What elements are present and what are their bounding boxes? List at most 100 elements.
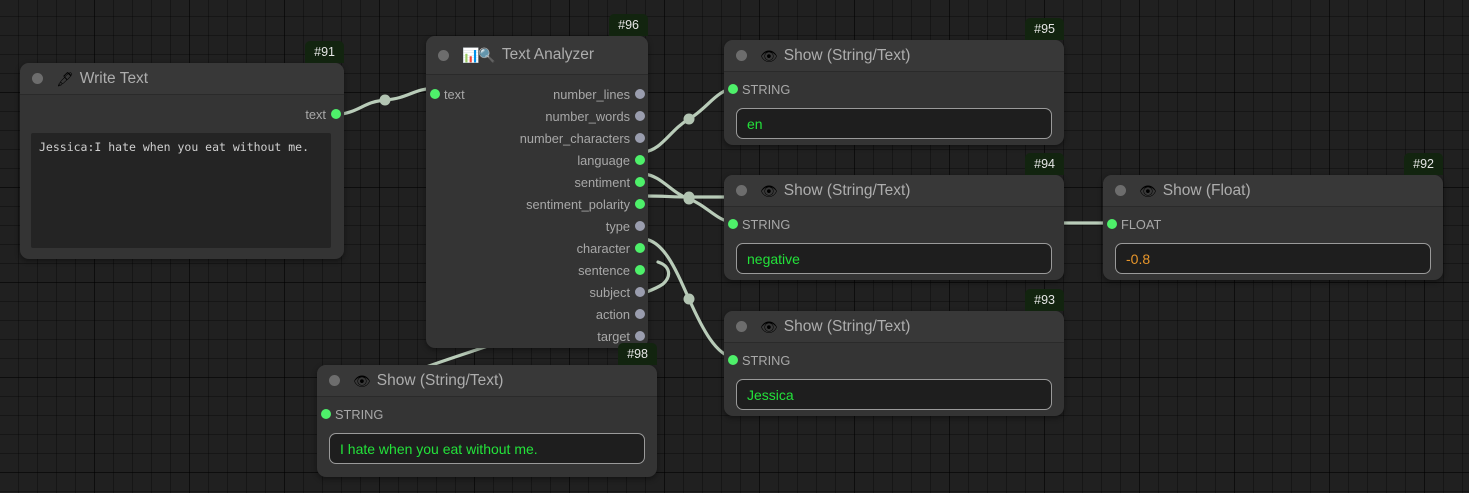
port-label: target <box>597 328 630 344</box>
output-port-number-lines[interactable]: number_lines <box>426 83 648 105</box>
port-label: subject <box>589 284 630 300</box>
node-title-label: Show (String/Text) <box>783 317 911 335</box>
collapse-dot[interactable] <box>438 49 449 61</box>
eye-icon: 👁 <box>760 182 778 199</box>
node-body: STRING Jessica <box>724 343 1064 410</box>
output-port-subject[interactable]: subject <box>426 281 648 303</box>
port-label: STRING <box>742 81 791 97</box>
collapse-dot[interactable] <box>329 375 340 386</box>
show-value-display: I hate when you eat without me. <box>329 433 645 464</box>
collapse-dot[interactable] <box>736 321 747 332</box>
port-label: STRING <box>335 406 384 422</box>
port-dot[interactable] <box>635 287 645 297</box>
port-dot-string[interactable] <box>728 84 738 94</box>
write-text-textarea[interactable]: Jessica:I hate when you eat without me. <box>31 133 331 248</box>
node-title-label: Show (String/Text) <box>783 46 911 64</box>
node-write-text[interactable]: #91 🖋 Write Text text Jessica:I hate whe… <box>20 41 344 259</box>
node-show-string-93[interactable]: #93 👁 Show (String/Text) STRING Jessica <box>724 289 1064 416</box>
node-id-badge: #93 <box>1025 289 1064 311</box>
port-dot[interactable] <box>635 243 645 253</box>
port-dot[interactable] <box>635 89 645 99</box>
output-port-target[interactable]: target <box>426 325 648 347</box>
port-label: type <box>605 218 630 234</box>
wire-language-to-show95 <box>642 86 737 154</box>
node-show-float-92[interactable]: #92 👁 Show (Float) FLOAT -0.8 <box>1103 153 1443 280</box>
collapse-dot[interactable] <box>32 73 43 84</box>
port-label: language <box>577 152 630 168</box>
output-port-action[interactable]: action <box>426 303 648 325</box>
node-title-bar[interactable]: 👁 Show (String/Text) <box>724 175 1064 207</box>
port-dot[interactable] <box>635 199 645 209</box>
port-dot-text[interactable] <box>331 109 341 119</box>
input-port-string[interactable]: STRING <box>317 403 657 425</box>
port-dot[interactable] <box>635 309 645 319</box>
show-value-display: en <box>736 108 1052 139</box>
output-port-type[interactable]: type <box>426 215 648 237</box>
eye-icon: 👁 <box>760 318 778 335</box>
wire-midpoint-dot <box>683 113 695 125</box>
collapse-dot[interactable] <box>1115 185 1126 196</box>
output-port-character[interactable]: character <box>426 237 648 259</box>
node-show-string-98[interactable]: #98 👁 Show (String/Text) STRING I hate w… <box>317 343 657 477</box>
wire-character-to-show93 <box>642 237 737 360</box>
output-port-language[interactable]: language <box>426 149 648 171</box>
port-dot-string[interactable] <box>321 409 331 419</box>
show-value-display: -0.8 <box>1115 243 1431 274</box>
port-dot-float[interactable] <box>1107 219 1117 229</box>
port-label: STRING <box>742 352 791 368</box>
node-id-badge: #95 <box>1025 18 1064 40</box>
node-body: STRING negative <box>724 207 1064 274</box>
input-port-float[interactable]: FLOAT <box>1103 213 1443 235</box>
port-dot-string[interactable] <box>728 219 738 229</box>
node-title-label: Text Analyzer <box>501 46 595 63</box>
port-dot[interactable] <box>635 177 645 187</box>
port-label: number_lines <box>553 86 630 102</box>
collapse-dot[interactable] <box>736 185 747 196</box>
port-label: STRING <box>742 216 791 232</box>
eye-icon: 👁 <box>1139 182 1157 199</box>
output-port-number-words[interactable]: number_words <box>426 105 648 127</box>
node-show-string-95[interactable]: #95 👁 Show (String/Text) STRING en <box>724 18 1064 145</box>
node-show-string-94[interactable]: #94 👁 Show (String/Text) STRING negative <box>724 153 1064 280</box>
node-text-analyzer[interactable]: #96 📊🔍 Text Analyzer text number_lines n… <box>426 14 648 348</box>
input-port-string[interactable]: STRING <box>724 213 1064 235</box>
node-id-badge: #92 <box>1404 153 1443 175</box>
port-label: sentence <box>578 262 630 278</box>
node-title-bar[interactable]: 📊🔍 Text Analyzer <box>426 36 648 75</box>
node-title-bar[interactable]: 👁 Show (Float) <box>1103 175 1443 207</box>
wire-writetext-to-analyzer <box>332 86 438 117</box>
show-value-display: Jessica <box>736 379 1052 410</box>
wire-midpoint-dot <box>683 191 695 203</box>
wire-midpoint-dot <box>379 94 391 106</box>
node-title-bar[interactable]: 👁 Show (String/Text) <box>724 40 1064 72</box>
eye-icon: 👁 <box>760 47 778 64</box>
port-label: sentiment_polarity <box>526 196 630 212</box>
port-dot[interactable] <box>635 221 645 231</box>
input-port-string[interactable]: STRING <box>724 78 1064 100</box>
output-port-sentiment-polarity[interactable]: sentiment_polarity <box>426 193 648 215</box>
node-title-bar[interactable]: 👁 Show (String/Text) <box>317 365 657 397</box>
wire-sentiment-to-show94 <box>642 172 737 225</box>
collapse-dot[interactable] <box>736 50 747 61</box>
wire-midpoint-dot <box>683 193 695 205</box>
output-port-sentiment[interactable]: sentiment <box>426 171 648 193</box>
node-id-badge: #96 <box>609 14 648 36</box>
port-dot[interactable] <box>635 133 645 143</box>
node-body: STRING I hate when you eat without me. <box>317 397 657 464</box>
port-dot-string[interactable] <box>728 355 738 365</box>
node-body: FLOAT -0.8 <box>1103 207 1443 274</box>
port-label: number_words <box>545 108 630 124</box>
port-dot[interactable] <box>635 155 645 165</box>
node-title-bar[interactable]: 🖋 Write Text <box>20 63 344 95</box>
port-dot[interactable] <box>635 331 645 341</box>
port-dot[interactable] <box>635 111 645 121</box>
input-port-string[interactable]: STRING <box>724 349 1064 371</box>
node-id-badge: #91 <box>305 41 344 63</box>
node-title-bar[interactable]: 👁 Show (String/Text) <box>724 311 1064 343</box>
output-port-number-characters[interactable]: number_characters <box>426 127 648 149</box>
output-port-text[interactable]: text <box>20 103 344 125</box>
output-port-sentence[interactable]: sentence <box>426 259 648 281</box>
node-id-badge: #94 <box>1025 153 1064 175</box>
port-dot[interactable] <box>635 265 645 275</box>
